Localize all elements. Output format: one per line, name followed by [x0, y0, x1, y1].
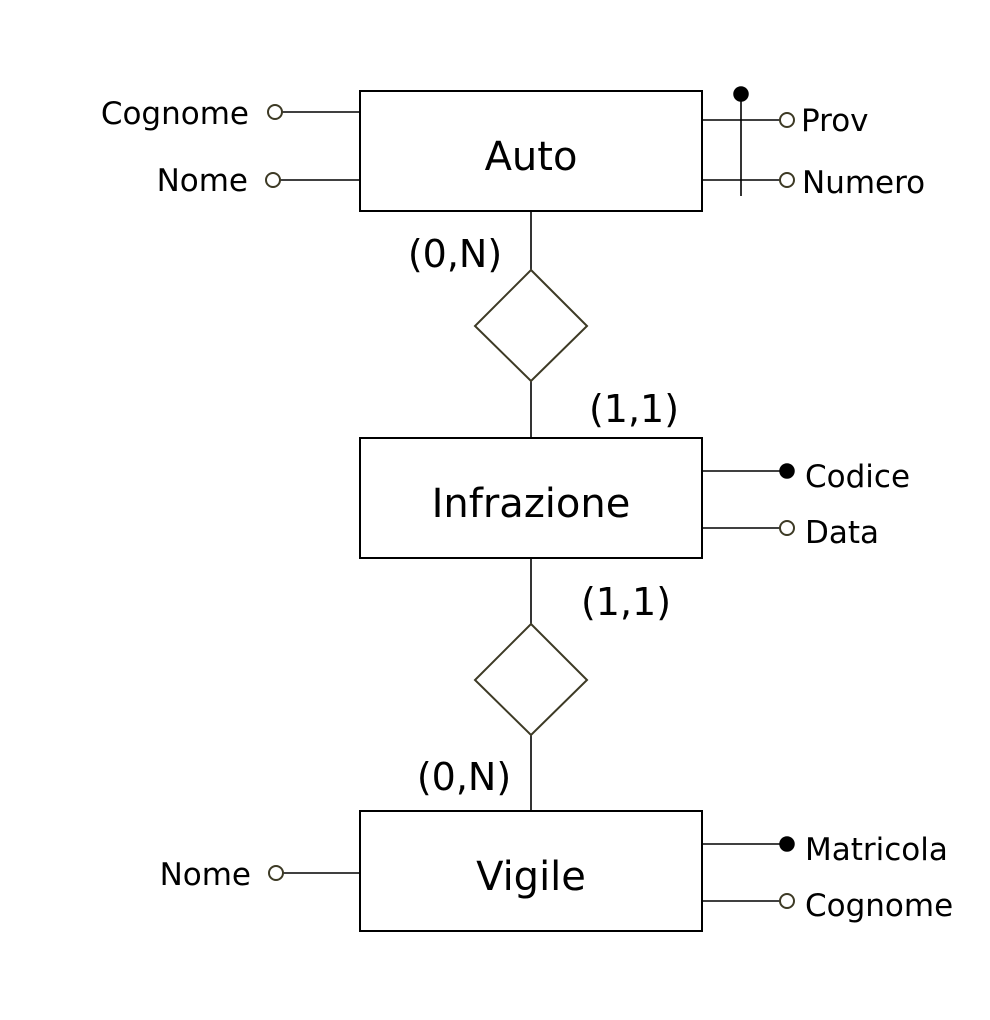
attr-nome-marker [265, 172, 281, 188]
relationship-infrazione-vigile[interactable] [473, 622, 589, 737]
attr-matricola-key-marker [779, 836, 795, 852]
cardinality-infrazione-upper: (1,1) [589, 387, 679, 431]
entity-auto-box [359, 90, 703, 212]
attr-auto-nome-label: Nome [157, 163, 248, 199]
attr-infrazione-data-label: Data [805, 515, 879, 551]
attr-auto-prov-label: Prov [801, 103, 869, 139]
cardinality-vigile: (0,N) [417, 755, 511, 799]
entity-vigile-box [359, 810, 703, 932]
entity-vigile-label: Vigile [476, 854, 586, 900]
attr-auto-cognome-label: Cognome [101, 96, 249, 132]
attr-prov-marker [779, 112, 795, 128]
attr-auto-numero-label: Numero [802, 165, 925, 201]
attr-data-marker [779, 520, 795, 536]
entity-infrazione[interactable]: Infrazione [359, 437, 703, 559]
entity-auto[interactable]: Auto [359, 90, 703, 212]
composite-key-marker [733, 86, 749, 102]
attr-cognome-marker [267, 104, 283, 120]
attr-infrazione-codice-label: Codice [805, 459, 910, 495]
entity-infrazione-box [359, 437, 703, 559]
attr-codice-key-marker [779, 463, 795, 479]
relationship-auto-infrazione[interactable] [473, 268, 589, 383]
attr-vigile-cognome-marker [779, 893, 795, 909]
attr-numero-marker [779, 172, 795, 188]
entity-auto-label: Auto [485, 134, 578, 180]
entity-vigile[interactable]: Vigile [359, 810, 703, 932]
entity-infrazione-label: Infrazione [432, 481, 631, 527]
cardinality-auto: (0,N) [408, 232, 502, 276]
attr-vigile-nome-label: Nome [160, 857, 251, 893]
attr-vigile-cognome-label: Cognome [805, 888, 953, 924]
cardinality-infrazione-lower: (1,1) [581, 580, 671, 624]
attr-vigile-nome-marker [268, 865, 284, 881]
attr-vigile-matricola-label: Matricola [805, 832, 948, 868]
